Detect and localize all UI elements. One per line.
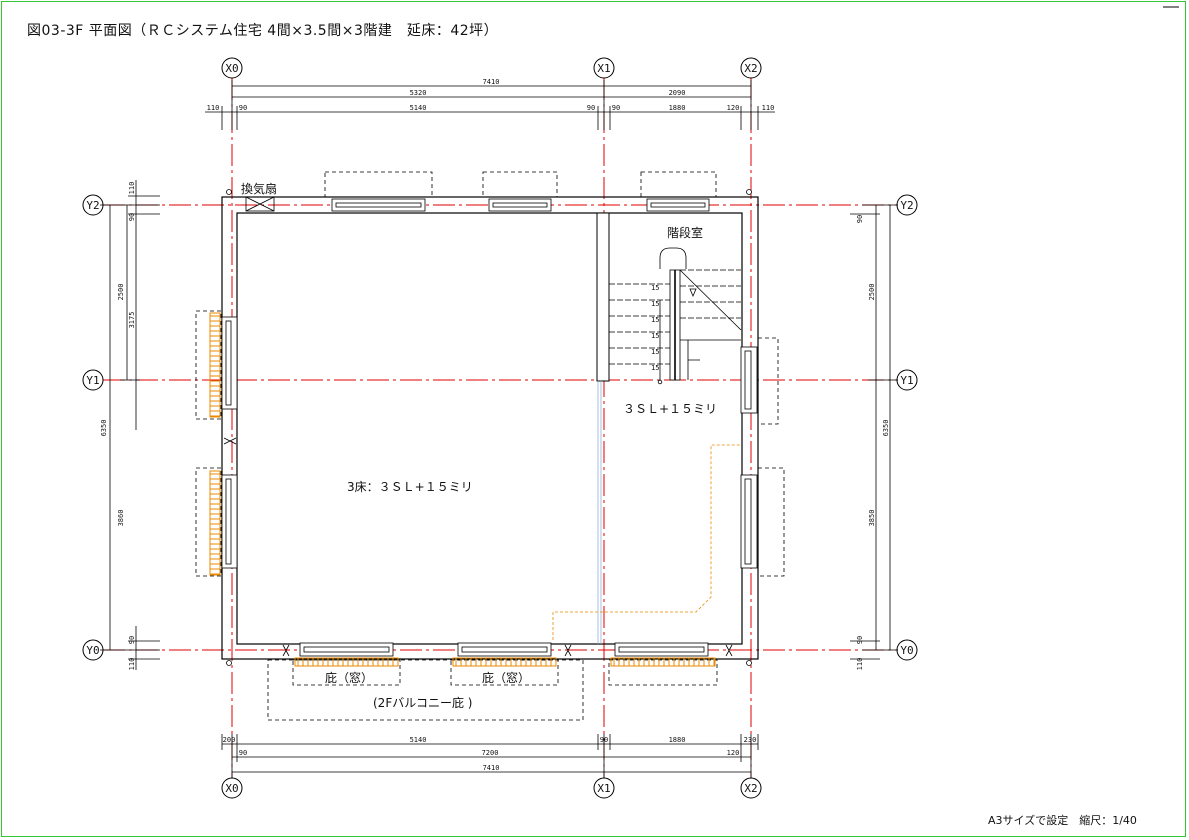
stair-step-mark: 15: [651, 364, 659, 372]
floor-level-label: 3床：３ＳＬ+１５ミリ: [347, 480, 473, 494]
exterior-walls: [221, 196, 759, 660]
dim-top-total: 7410: [483, 78, 500, 86]
dim-left-small-0: 110: [128, 182, 136, 195]
stair-room-label: 階段室: [667, 225, 703, 240]
dim-left-lower: 3860: [117, 510, 125, 527]
stair-partition-wall: [596, 212, 610, 382]
grid-label-x0-bottom: X0: [225, 782, 238, 795]
dim-right-small-1: 90: [856, 636, 864, 644]
bottom-eave-hatch: [294, 657, 716, 667]
eave-label-1: 庇（窓）: [325, 670, 373, 685]
top-dimension-lines: [205, 80, 775, 130]
dim-top-a: 5320: [410, 89, 427, 97]
grid-label-y1-left: Y1: [86, 374, 99, 387]
dim-bot-r2-2: 120: [727, 749, 740, 757]
stair-step-mark: 15: [651, 332, 659, 340]
stair-step-mark: 15: [651, 300, 659, 308]
eave-label-2: 庇（窓）: [482, 670, 530, 685]
grid-label-y2-left: Y2: [86, 199, 99, 212]
dim-left-mid-1: 3175: [128, 312, 136, 329]
left-eave-outlines: [195, 310, 222, 577]
grid-label-x0-top: X0: [225, 62, 238, 75]
dim-top-r1-3: 90: [587, 104, 595, 112]
grid-label-x2-top: X2: [744, 62, 757, 75]
scale-note: A3サイズで設定 縮尺：1/40: [988, 814, 1137, 827]
dim-right-small-0: 90: [856, 215, 864, 223]
grid-bubbles: [82, 57, 918, 799]
level-zone-outline: [552, 444, 741, 640]
bottom-eave-hatch-lines: [297, 658, 715, 666]
bottom-dimension-lines: [221, 734, 759, 778]
dim-right-lower: 3850: [868, 510, 876, 527]
wall-end-marks: [223, 437, 733, 657]
dim-bot-r2-0: 90: [239, 749, 247, 757]
left-eave-hatch-lines: [210, 315, 220, 575]
column-markers: [226, 189, 752, 666]
drawing-title: 図03-3F 平面図（ＲＣシステム住宅 4間×3.5間×3階建 延床：42坪）: [27, 23, 499, 39]
dim-left-small-1: 90: [128, 213, 136, 221]
dim-bot-r1-1: 5140: [410, 736, 427, 744]
left-eave-hatch: [209, 312, 221, 576]
dim-bot-r2-1: 7200: [482, 749, 499, 757]
left-dimension-lines: [100, 180, 160, 670]
stair-step-marks: 15 15 15 15 15 15: [651, 284, 659, 372]
dim-top-r1-1: 90: [239, 104, 247, 112]
dim-left-small-3: 110: [128, 658, 136, 671]
dim-bot-r1-0: 200: [223, 736, 236, 744]
bottom-eave-outlines: [267, 659, 718, 721]
vent-fan: [245, 196, 275, 212]
dim-bot-r1-3: 1880: [669, 736, 686, 744]
dim-top-r1-2: 5140: [410, 104, 427, 112]
left-windows: [221, 316, 238, 569]
dim-left-mid-0: 2500: [117, 284, 125, 301]
dim-bot-total: 7410: [483, 764, 500, 772]
dim-top-r1-4: 90: [612, 104, 620, 112]
right-eave-outlines: [757, 337, 785, 577]
dim-top-r1-7: 110: [762, 104, 775, 112]
dim-bot-r1-4: 230: [744, 736, 757, 744]
dim-right-outer: 6350: [882, 420, 890, 437]
dim-left-outer: 6350: [100, 420, 108, 437]
top-eave-outlines: [324, 171, 717, 198]
right-dimension-lines: [850, 204, 898, 660]
stair-step-mark: 15: [651, 284, 659, 292]
grid-label-x1-bottom: X1: [597, 782, 610, 795]
grid-label-y2-right: Y2: [900, 199, 913, 212]
stair-step-mark: 15: [651, 316, 659, 324]
grid-label-x2-bottom: X2: [744, 782, 757, 795]
dim-right-top: 2500: [868, 284, 876, 301]
bottom-windows: [299, 642, 709, 657]
dim-top-b: 2090: [669, 89, 686, 97]
right-windows: [740, 346, 758, 569]
top-windows: [331, 198, 710, 212]
dim-left-small-2: 90: [128, 636, 136, 644]
dim-top-r1-5: 1880: [669, 104, 686, 112]
dim-bot-r1-2: 90: [600, 736, 608, 744]
dim-top-r1-0: 110: [207, 104, 220, 112]
stair-level-label: ３ＳＬ+１５ミリ: [623, 402, 717, 416]
balcony-label: (2Fバルコニー庇 ): [373, 695, 472, 710]
grid-label-y0-right: Y0: [900, 644, 913, 657]
dim-right-small-2: 110: [856, 658, 864, 671]
dim-top-r1-6: 120: [727, 104, 740, 112]
grid-label-y0-left: Y0: [86, 644, 99, 657]
grid-label-y1-right: Y1: [900, 374, 913, 387]
staircase: [609, 247, 742, 385]
stair-step-mark: 15: [651, 348, 659, 356]
grid-label-x1-top: X1: [597, 62, 610, 75]
vent-fan-label: 換気扇: [241, 181, 277, 196]
